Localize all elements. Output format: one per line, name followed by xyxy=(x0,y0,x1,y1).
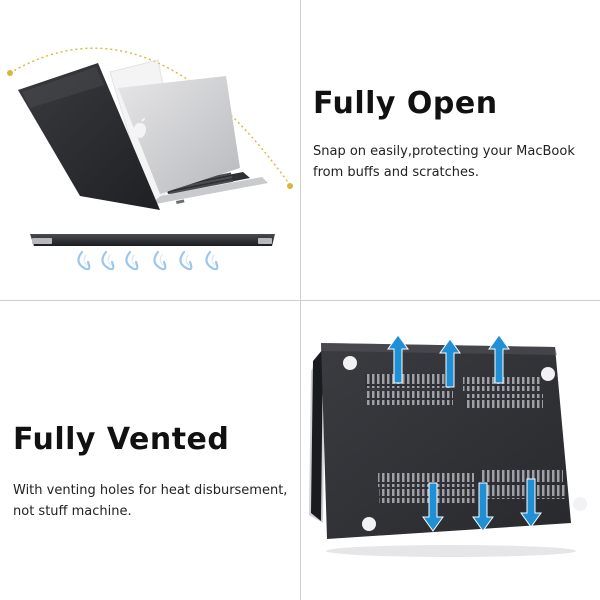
case-shadow xyxy=(326,545,576,557)
rubber-foot xyxy=(362,517,376,531)
vented-case-illustration-panel xyxy=(301,301,600,600)
vent-grille xyxy=(463,377,541,391)
opening-arc xyxy=(9,47,291,186)
rubber-foot xyxy=(541,367,555,381)
arrow-up-icon xyxy=(439,338,461,388)
arrow-up-icon xyxy=(488,334,510,384)
laptop-base xyxy=(150,177,268,205)
port xyxy=(176,199,185,204)
vent-grille xyxy=(367,391,453,405)
fully-open-description: Snap on easily,protecting your MacBook f… xyxy=(313,144,575,180)
closed-laptop-edge-right xyxy=(258,238,272,244)
arc-start-dot xyxy=(7,70,13,76)
vented-case-illustration xyxy=(309,334,587,557)
closed-laptop-edge-left xyxy=(32,238,52,244)
closed-laptop-case xyxy=(30,234,275,246)
black-case-lid xyxy=(18,63,160,210)
rubber-foot xyxy=(573,497,587,511)
arc-end-dot xyxy=(287,183,293,189)
airflow-swirl-highlight xyxy=(83,254,216,266)
laptop-screen xyxy=(118,76,240,194)
vent-grille xyxy=(481,469,563,483)
laptop-screen-side xyxy=(311,349,323,521)
vent-grille xyxy=(465,394,543,408)
open-laptop-illustration xyxy=(7,47,293,271)
fully-open-heading: Fully Open xyxy=(313,86,498,121)
vent-grille xyxy=(365,374,452,388)
case-lid-highlight xyxy=(22,67,104,108)
arrow-down-icon xyxy=(472,482,494,532)
vent-grille xyxy=(379,489,475,503)
arrow-down-icon xyxy=(422,482,444,532)
vent-grille xyxy=(483,485,565,499)
arrow-up-icon xyxy=(387,334,409,384)
arrow-down-icon xyxy=(520,478,542,528)
vent-grille xyxy=(378,473,474,487)
apple-logo-icon xyxy=(134,118,146,138)
open-laptop-illustration-panel xyxy=(0,0,300,300)
airflow-swirl-icon xyxy=(77,250,219,271)
fully-vented-heading: Fully Vented xyxy=(13,422,230,457)
open-text-panel: Fully Open Snap on easily,protecting you… xyxy=(301,0,600,300)
fully-vented-description: With venting holes for heat disbursement… xyxy=(13,483,288,519)
vented-text-panel: Fully Vented With venting holes for heat… xyxy=(0,301,300,600)
horizontal-divider xyxy=(0,300,600,301)
rubber-foot xyxy=(343,356,357,370)
